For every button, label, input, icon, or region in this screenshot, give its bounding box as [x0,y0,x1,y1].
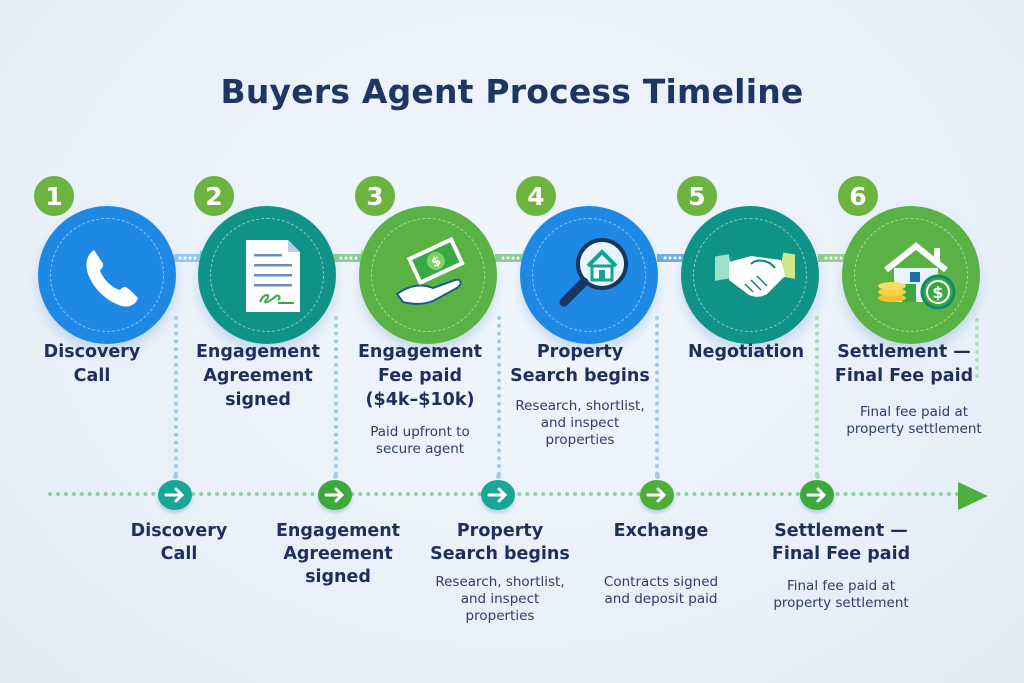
vertical-guide [975,318,983,378]
timeline-dot [496,474,501,479]
signed-document-icon [246,240,300,312]
arrow-right-icon [324,487,345,503]
step-number-badge: 6 [836,174,880,218]
step-circle: $ [842,206,980,344]
svg-text:$: $ [932,283,943,302]
step-3: $ 3 [353,174,503,344]
timeline-label-2: Engagement Agreement signed [275,521,401,587]
timeline-dot [655,474,660,479]
timeline-node-2 [318,480,352,510]
step-6-label: Settlement — Final Fee paid [834,342,974,386]
step-circle: $ [359,206,497,344]
timeline-dot [333,474,338,479]
handshake-icon [715,252,795,297]
arrow-right-icon [164,487,185,503]
step-number-badge: 2 [192,174,236,218]
step-circle [38,206,176,344]
step-2: 2 [192,174,342,344]
vertical-guide [815,316,823,476]
timeline-node-5 [800,480,834,510]
timeline-node-4 [640,480,674,510]
step-5: 5 [675,174,825,344]
step-1: 1 [32,174,182,344]
timeline-node-1 [158,480,192,510]
step-number-badge: 3 [353,174,397,218]
timeline-node-3 [481,480,515,510]
step-number-badge: 1 [32,174,76,218]
timeline-description-4: Contracts signed and deposit paid [603,574,719,607]
step-circle [681,206,819,344]
step-number-badge: 5 [675,174,719,218]
step-6: $ 6 [836,174,986,344]
timeline-label-5: Settlement — Final Fee paid [771,521,911,564]
step-number-badge: 4 [514,174,558,218]
timeline-dot [173,474,178,479]
step-2-label: Engagement Agreement signed [195,342,321,410]
timeline-label-3: Property Search begins [430,521,570,564]
timeline-description-5: Final fee paid at property settlement [773,578,909,611]
house-search-icon [559,238,628,307]
step-5-label: Negotiation [687,342,805,362]
timeline-dot [815,474,820,479]
step-4: 4 [514,174,664,344]
vertical-guide [497,316,505,476]
step-3-label: Engagement Fee paid ($4k–$10k) [357,342,483,410]
page-title: Buyers Agent Process Timeline [220,72,804,111]
step-circle [520,206,658,344]
timeline-label-1: Discovery Call [130,521,228,564]
vertical-guide [655,316,663,476]
house-coins-icon: $ [878,242,956,310]
hand-money-icon: $ [395,236,465,305]
arrow-right-icon [487,487,508,503]
step-1-label: Discovery Call [43,342,141,386]
arrow-right-icon [646,487,667,503]
step-circle [198,206,336,344]
step-6-description: Final fee paid at property settlement [846,404,982,437]
vertical-guide [174,316,182,476]
timeline-label-4: Exchange [613,521,709,541]
step-3-description: Paid upfront to secure agent [370,424,470,457]
phone-icon [86,247,139,307]
step-4-label: Property Search begins [510,342,650,386]
timeline-end-arrow-icon [958,482,988,510]
timeline-description-3: Research, shortlist, and inspect propert… [435,574,565,624]
step-4-description: Research, shortlist, and inspect propert… [515,398,645,448]
arrow-right-icon [806,487,827,503]
vertical-guide [334,316,342,476]
